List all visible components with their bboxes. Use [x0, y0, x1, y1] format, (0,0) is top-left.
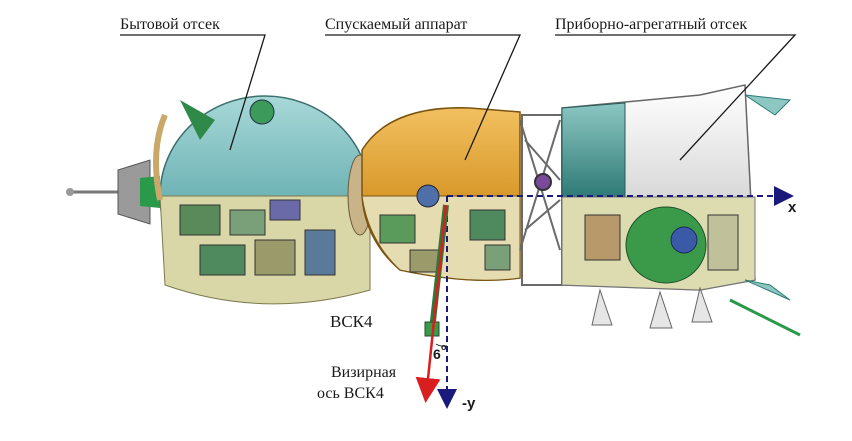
label-habitation-module: Бытовой отсек — [120, 16, 220, 33]
service-module — [561, 84, 801, 337]
label-vsk4: ВСК4 — [330, 312, 373, 331]
body-axes — [437, 186, 794, 409]
label-axis-y: -y — [462, 395, 476, 412]
label-angle: 6 — [433, 346, 441, 362]
docking-probe — [66, 159, 160, 225]
label-service-module: Приборно-агрегатный отсек — [555, 16, 747, 33]
sight-axis-line — [415, 204, 448, 403]
habitation-module — [153, 95, 371, 305]
label-angle-unit: о — [441, 342, 447, 352]
label-sight-axis-line1: Визирная — [331, 364, 397, 381]
truss-adapter — [519, 114, 563, 286]
angle-arc — [435, 343, 448, 347]
leader-lines — [120, 34, 797, 161]
label-axis-x: x — [788, 199, 797, 216]
label-sight-axis-line2: ось ВСК4 — [317, 385, 384, 402]
label-descent-module: Спускаемый аппарат — [325, 16, 467, 33]
